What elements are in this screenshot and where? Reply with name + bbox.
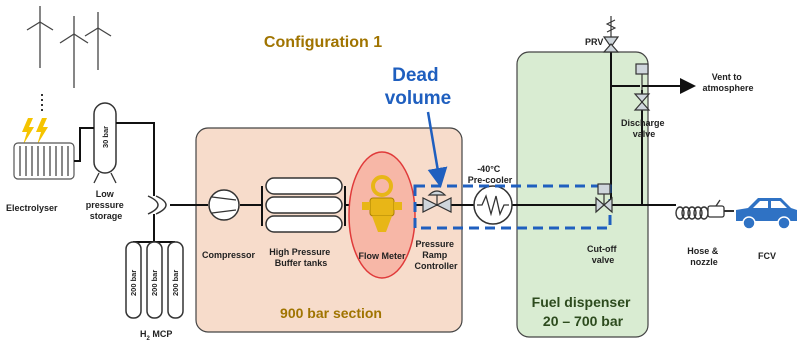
flow-meter-icon [362,175,402,232]
electrolyser-icon [13,142,75,180]
label-compressor: Compressor [202,250,256,260]
compressor-icon [208,189,240,221]
control-valve-icon [422,190,452,213]
label-low-pressure-storage: Low pressure storage [86,189,127,221]
label-discharge-valve: Discharge valve [621,118,667,139]
check-valve-icon [147,195,167,215]
section-fuel-dispenser [516,51,649,338]
label-fcv: FCV [758,251,776,261]
mcp-cylinder-1-label: 200 bar [129,270,138,296]
section-dispenser-label: Fuel dispenser 20 – 700 bar [532,294,635,329]
hose-coil-icon [675,206,709,220]
dead-volume-label: Dead volume [385,65,452,109]
label-vent: Vent to atmosphere [702,72,753,93]
vessel-30-bar-label: 30 bar [101,126,110,148]
pipework [74,52,676,243]
mcp-cylinder-2-label: 200 bar [150,270,159,296]
label-pressure-ramp-controller: Pressure Ramp Controller [414,239,457,271]
label-buffer-tanks: High Pressure Buffer tanks [269,247,333,268]
wind-turbine-icon [26,6,112,88]
relief-valve-icon [602,16,620,53]
label-electrolyser: Electrolyser [6,203,58,213]
nozzle-icon [707,199,734,218]
label-cutoff-valve: Cut-off valve [587,244,619,265]
label-prv: PRV [585,37,603,47]
label-flow-meter: Flow Meter [358,251,406,261]
label-hose-nozzle: Hose & nozzle [687,246,721,267]
lightning-bolt-icon [22,118,48,145]
section-900-bar-label: 900 bar section [280,305,382,321]
buffer-tank-icon [261,177,346,233]
page-title: Configuration 1 [264,34,382,51]
mcp-cylinders [125,241,184,319]
discharge-valve-icon [633,63,651,111]
car-icon [736,198,797,230]
label-pre-cooler: -40°C Pre-cooler [468,164,513,185]
mcp-cylinder-3-label: 200 bar [171,270,180,296]
dead-volume-arrow [426,111,448,188]
cutoff-valve-icon [595,183,613,214]
heat-exchanger-icon [473,185,513,225]
storage-vessel-icon [93,102,117,184]
label-h2-mcp: H2 MCP [140,329,172,342]
